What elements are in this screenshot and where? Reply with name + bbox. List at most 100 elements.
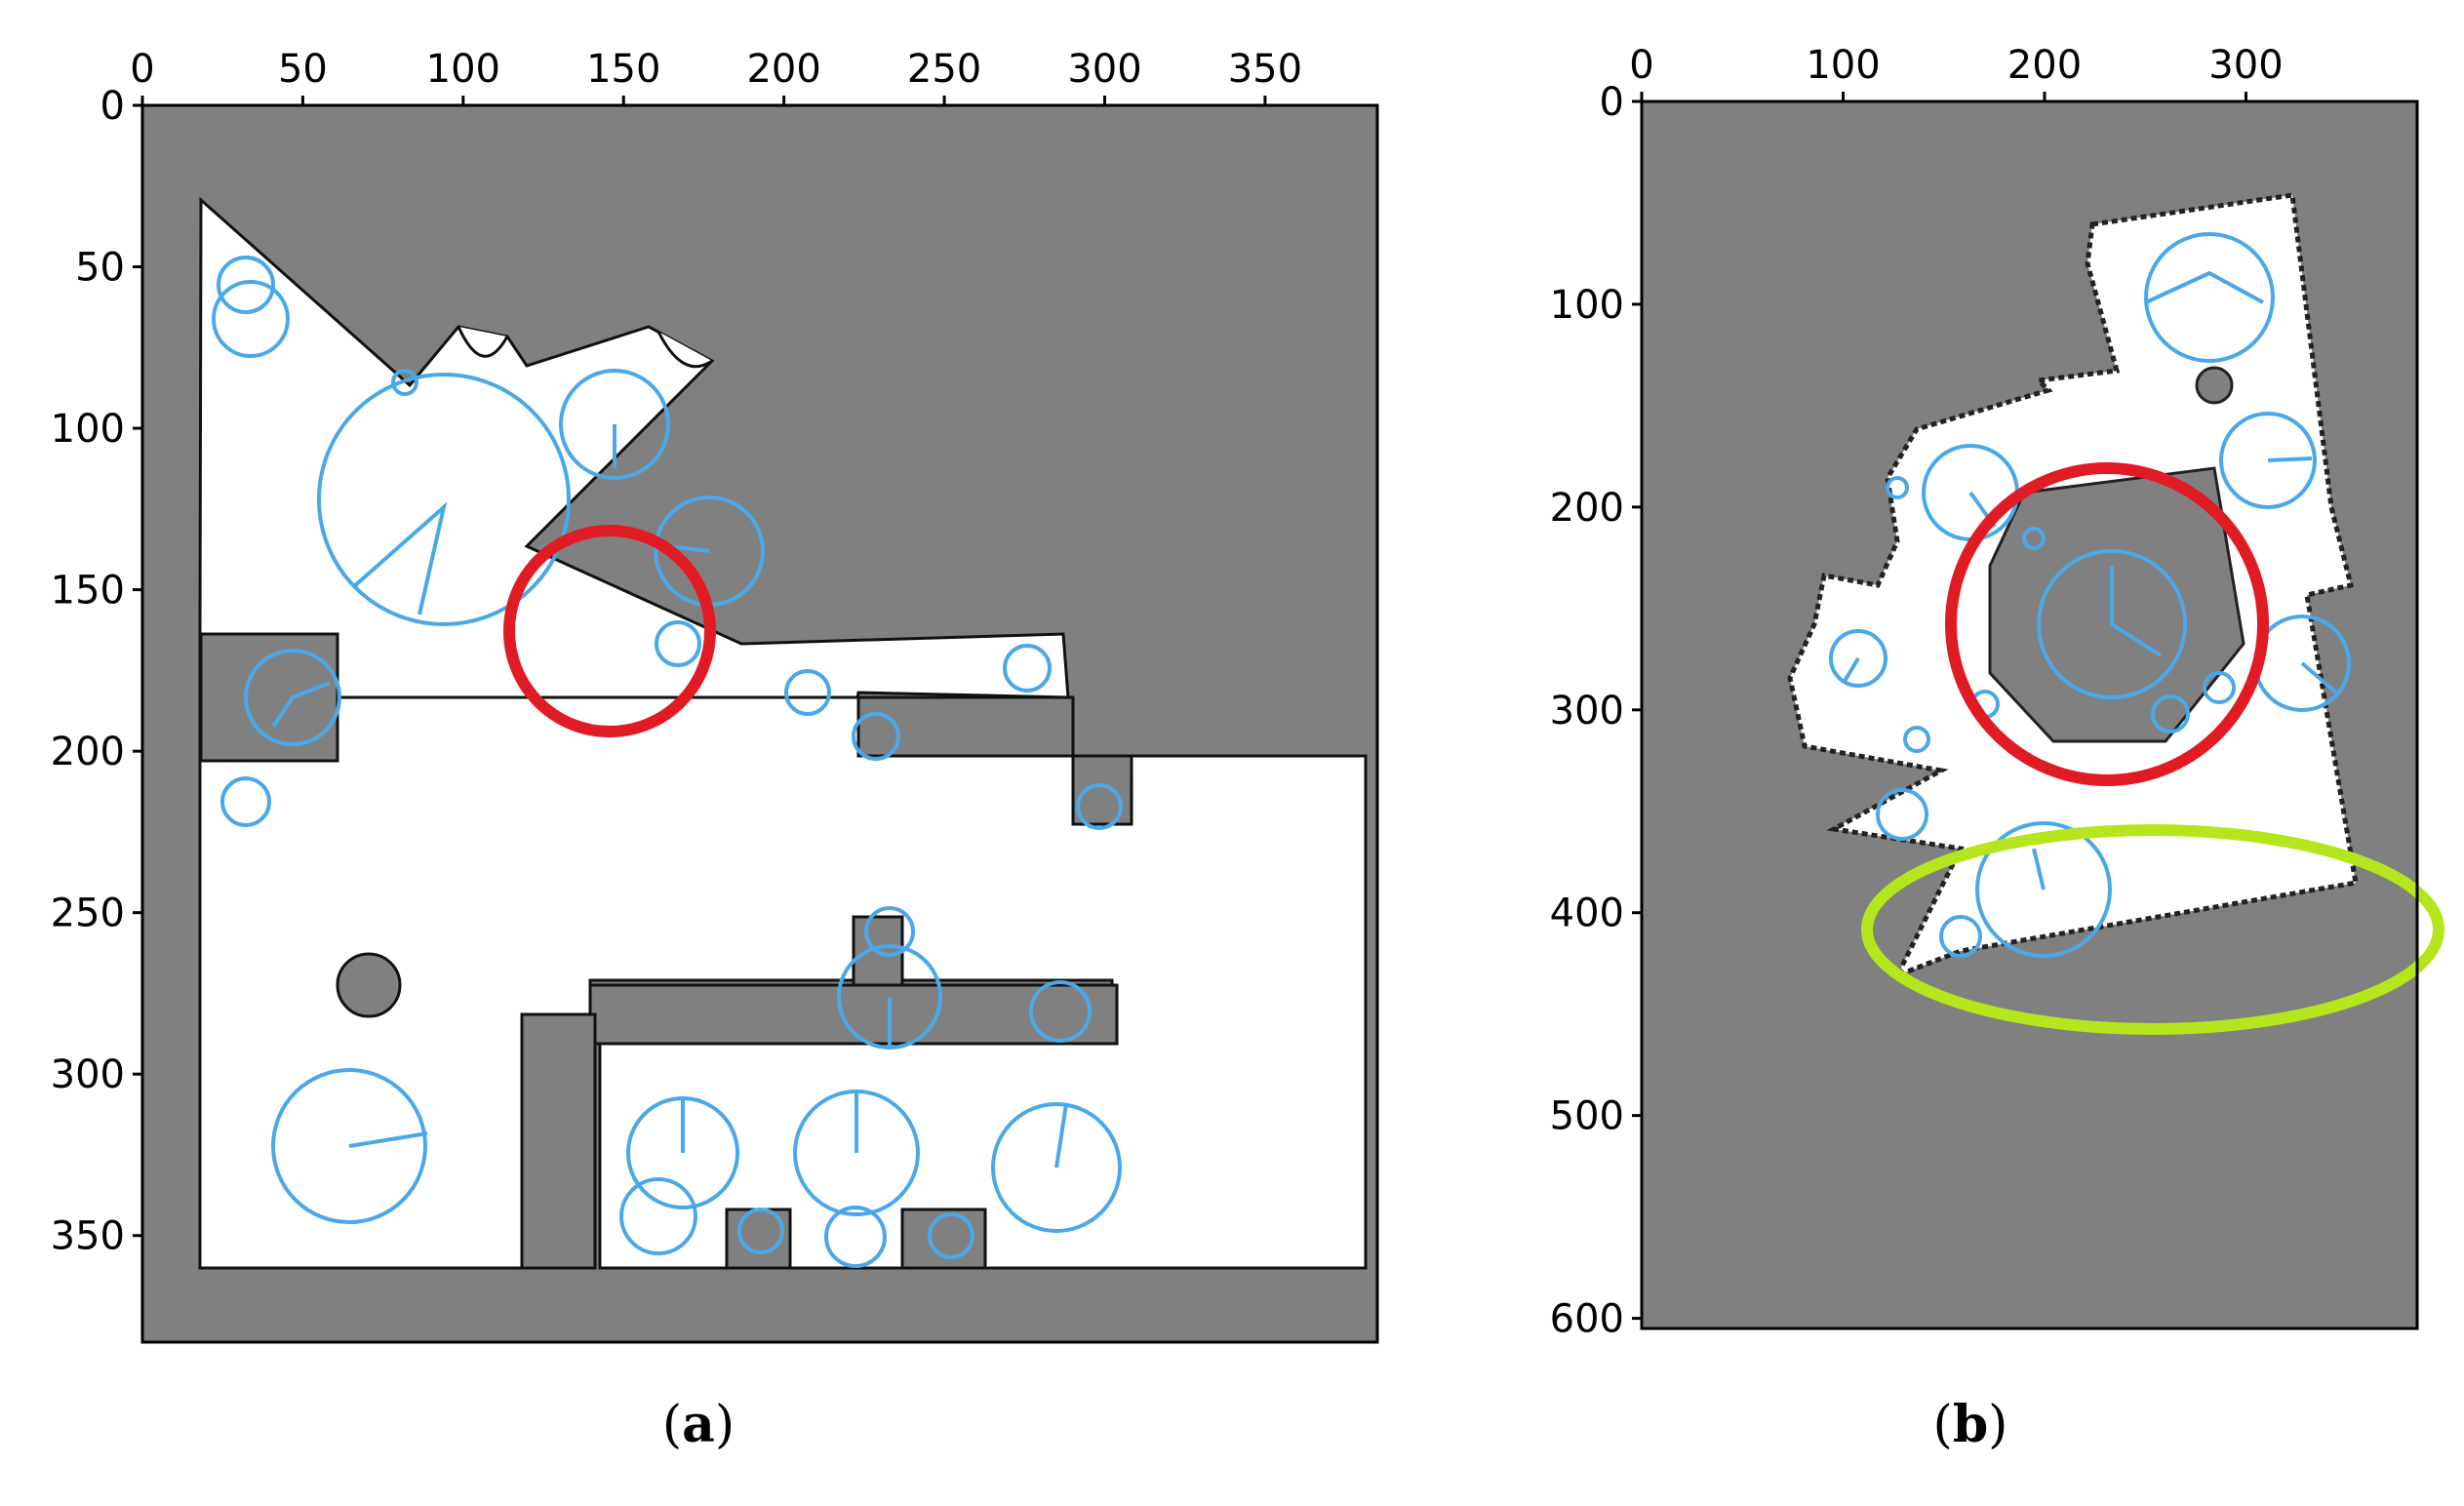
panel-a-axes-frame — [140, 103, 1379, 1344]
panel-b-hypothesis-circle — [2203, 671, 2236, 704]
y-tick-label: 100 — [1550, 283, 1624, 328]
panel-a-hypothesis-circle — [737, 1208, 784, 1254]
panel-b-hypothesis-circle — [2037, 549, 2187, 699]
x-tick-label: 200 — [746, 47, 820, 92]
panel-b-hypothesis-circle — [2219, 412, 2317, 509]
y-tick-label: 50 — [75, 246, 125, 291]
x-tick-label: 0 — [1629, 43, 1653, 88]
panel-a-obstacle-lower-left — [520, 1012, 597, 1270]
panel-a-hypothesis-circle — [784, 669, 831, 716]
panel-a-hypothesis-circle — [655, 620, 701, 667]
panel-a-hypothesis-circle — [991, 1102, 1122, 1233]
panel-b-red-highlight — [1945, 462, 2269, 786]
panel-a-hypothesis-circle — [559, 369, 670, 480]
panel-a-hypothesis-circle — [1029, 980, 1092, 1043]
panel-a-obstacle-left-room — [199, 632, 339, 763]
panel-a-hypothesis-circle — [626, 1096, 739, 1209]
panel-a-obstacle-corridor — [856, 695, 1075, 758]
x-tick-label: 200 — [2007, 43, 2082, 88]
panel-a-hypothesis-heading — [271, 681, 331, 729]
panel-a-hypothesis-circle — [217, 256, 275, 314]
panel-a-hypothesis-circle — [212, 280, 290, 358]
panel-b-green-highlight — [1861, 824, 2444, 1035]
caption-close-paren: ) — [714, 1396, 735, 1454]
panel-a-x-ticks: 0 50 100 150 200 250 300 350 — [130, 47, 1302, 105]
x-tick-label: 100 — [426, 47, 500, 92]
y-tick-label: 300 — [1550, 689, 1624, 733]
x-tick-label: 250 — [907, 47, 981, 92]
y-tick-label: 300 — [51, 1052, 125, 1097]
panel-a-y-ticks: 0 50 100 150 200 250 300 350 — [51, 84, 142, 1259]
panel-b-hypothesis-heading — [1842, 656, 1860, 685]
x-tick-label: 150 — [586, 47, 660, 92]
panel-b-x-ticks: 0 100 200 300 — [1629, 43, 2284, 101]
y-tick-label: 350 — [51, 1214, 125, 1259]
panel-b-hypothesis-heading — [2110, 566, 2163, 657]
panel-a-obstacle-arch1 — [457, 326, 509, 358]
x-tick-label: 300 — [1067, 47, 1141, 92]
panel-b-hypothesis-circle — [1886, 476, 1909, 499]
panel-a: 0 50 100 150 200 250 300 350 0 50 100 150 200 250 300… — [51, 47, 1379, 1344]
panel-b-y-ticks: 0 100 200 300 400 500 600 — [1550, 80, 1642, 1342]
panel-a-red-highlight — [503, 525, 716, 737]
panel-b-axes-frame — [1640, 99, 2419, 1330]
panel-b-hypothesis-circle — [1939, 915, 1982, 958]
y-tick-label: 0 — [100, 84, 125, 129]
caption-letter: b — [1952, 1395, 1989, 1454]
panel-b-hypothesis-circle — [1975, 821, 2112, 958]
y-tick-label: 250 — [51, 892, 125, 936]
panel-b-hypothesis-heading — [2267, 456, 2313, 462]
x-tick-label: 0 — [130, 47, 154, 92]
panel-a-hypothesis-circle — [1076, 783, 1123, 830]
y-tick-label: 600 — [1550, 1297, 1624, 1342]
panel-a-hypothesis-heading — [351, 501, 448, 615]
caption-close-paren: ) — [1988, 1396, 2008, 1454]
y-tick-label: 200 — [51, 730, 125, 774]
panel-b-hypothesis-circle — [1903, 726, 1930, 753]
panel-b-hypothesis-circle — [2151, 694, 2190, 733]
x-tick-label: 50 — [278, 47, 328, 92]
y-tick-label: 500 — [1550, 1094, 1624, 1139]
panel-a-hypothesis-circle — [928, 1212, 974, 1259]
panel-a-hypothesis-circle — [793, 1090, 920, 1216]
y-tick-label: 100 — [51, 407, 125, 452]
y-tick-label: 150 — [51, 569, 125, 614]
x-tick-label: 100 — [1806, 43, 1880, 88]
panel-a-hypothesis-circle — [317, 373, 571, 626]
caption-open-paren: ( — [1932, 1396, 1953, 1454]
panel-b-hypothesis-heading — [2300, 661, 2338, 694]
panel-a-hypotheses — [212, 256, 1123, 1268]
x-tick-label: 300 — [2208, 43, 2283, 88]
y-tick-label: 400 — [1550, 892, 1624, 936]
panel-a-hypothesis-circle — [1003, 644, 1052, 693]
panel-b-caption: (b) — [1873, 1395, 2068, 1454]
panel-a-obstacle-arch2 — [656, 331, 713, 369]
x-tick-label: 350 — [1228, 47, 1302, 92]
panel-b-hypothesis-heading — [2032, 848, 2046, 891]
panel-b-hypothesis-circle — [1829, 629, 1888, 688]
panel-a-hypothesis-circle — [619, 1177, 697, 1255]
panel-b-hypothesis-circle — [1876, 788, 1928, 841]
panel-a-hypothesis-circle — [852, 712, 900, 761]
panel-a-obstacle-right-notch — [1071, 754, 1133, 826]
panel-a-hypothesis-heading — [348, 1131, 428, 1148]
panel-b-inner-obstacle — [1988, 466, 2245, 743]
panel-b: 0 100 200 300 0 100 200 300 400 500 600 — [1550, 43, 2444, 1342]
caption-open-paren: ( — [661, 1396, 683, 1454]
panel-a-caption: (a) — [601, 1395, 796, 1454]
panel-a-hypothesis-circle — [864, 906, 915, 957]
panel-a-hypothesis-circle — [824, 1206, 887, 1268]
panel-a-hypothesis-circle — [271, 1068, 427, 1224]
y-tick-label: 0 — [1600, 80, 1624, 125]
panel-b-hypothesis-heading — [2145, 270, 2264, 304]
panel-a-hypothesis-heading — [667, 544, 710, 553]
y-tick-label: 200 — [1550, 486, 1624, 531]
panel-b-pillar — [2195, 366, 2234, 405]
panel-b-hypothesis-circle — [2022, 527, 2046, 550]
panel-b-hypothesis-circle — [2144, 232, 2275, 363]
panel-a-hypothesis-circle — [837, 944, 942, 1050]
panel-a-hypothesis-circle — [391, 369, 418, 396]
caption-letter: a — [682, 1395, 715, 1454]
panel-a-hypothesis-circle — [244, 649, 341, 746]
